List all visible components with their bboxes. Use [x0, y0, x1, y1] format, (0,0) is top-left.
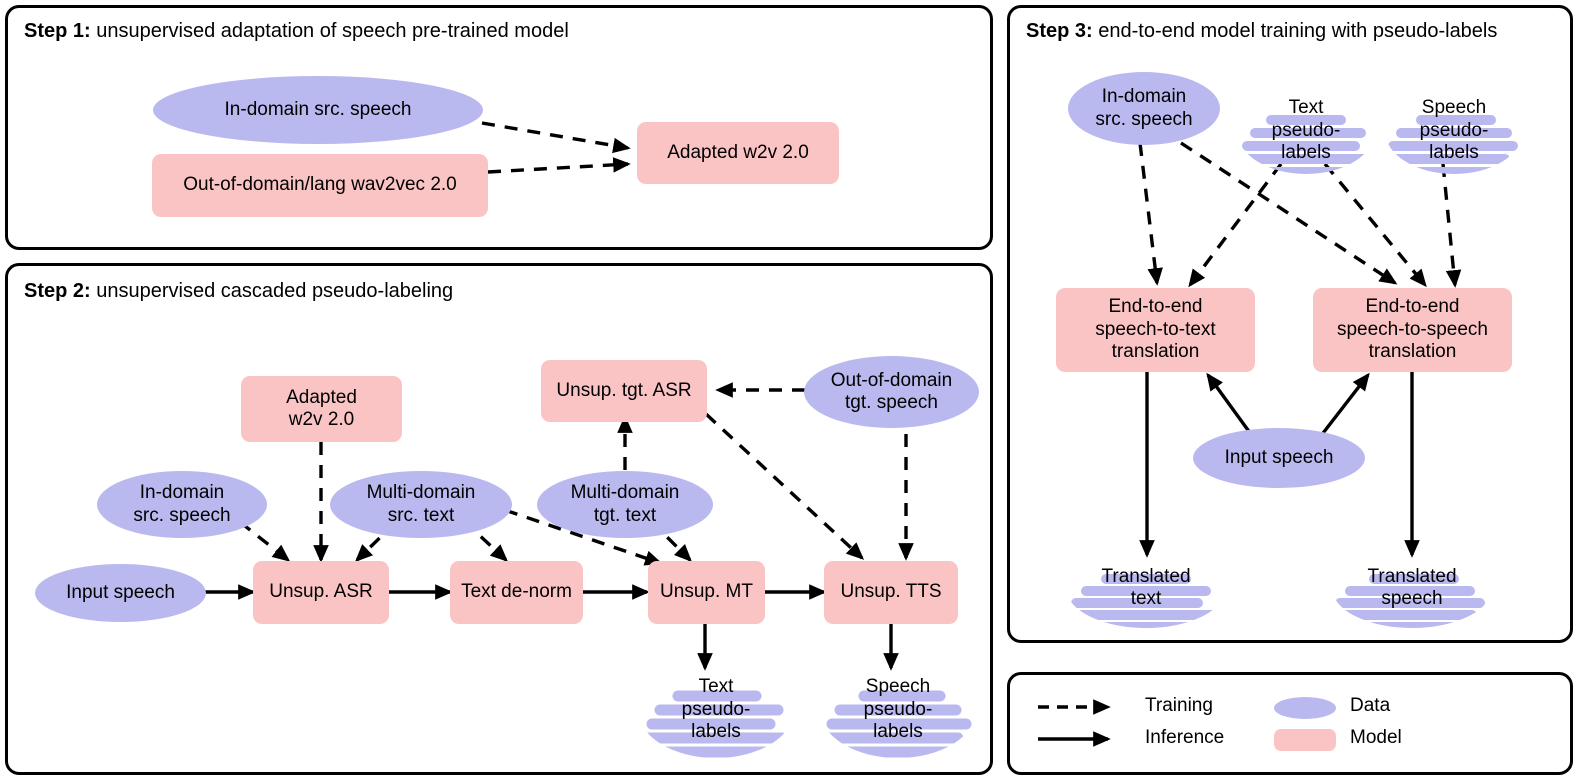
panel-step-3-title: Step 3: end-to-end model training with p…: [1026, 20, 1497, 42]
legend-data-label: Data: [1350, 695, 1390, 717]
node-label: Adapted w2v 2.0: [286, 386, 357, 430]
legend-inference-label: Inference: [1145, 727, 1224, 749]
node-label: Out-of-domain tgt. speech: [830, 369, 953, 413]
node-label: In-domain src. speech: [1095, 86, 1193, 130]
node-label: Text pseudo- labels: [1271, 97, 1341, 164]
node-s3-indomain-src-speech[interactable]: In-domain src. speech: [1068, 72, 1220, 145]
node-s2-unsup-mt[interactable]: Unsup. MT: [648, 561, 765, 624]
node-s2-out-of-domain-tgt-speech[interactable]: Out-of-domain tgt. speech: [804, 356, 979, 428]
node-label: Translated speech: [1367, 565, 1457, 609]
node-s2-multidomain-src-text[interactable]: Multi-domain src. text: [330, 471, 512, 538]
node-s2-unsup-asr[interactable]: Unsup. ASR: [253, 561, 389, 624]
node-label: In-domain src. speech: [133, 482, 231, 526]
step-2-title-text: unsupervised cascaded pseudo-labeling: [90, 280, 454, 302]
legend-model-label: Model: [1350, 727, 1402, 749]
node-s1-adapted-w2v[interactable]: Adapted w2v 2.0: [637, 122, 839, 184]
node-label: In-domain src. speech: [224, 98, 412, 120]
node-label: Input speech: [1224, 446, 1334, 468]
legend-model-swatch: [1274, 729, 1336, 751]
legend-label-text: Data: [1350, 695, 1391, 716]
node-label: Text pseudo- labels: [681, 676, 751, 743]
node-label: End-to-end speech-to-speech translation: [1336, 296, 1489, 363]
node-s2-adapted-w2v[interactable]: Adapted w2v 2.0: [241, 376, 402, 442]
step-1-label: Step 1:: [24, 20, 91, 42]
step-2-label: Step 2:: [24, 280, 91, 302]
node-label: Speech pseudo- labels: [1419, 97, 1489, 164]
step-1-title-text: unsupervised adaptation of speech pre-tr…: [90, 20, 569, 42]
step-3-label: Step 3:: [1026, 20, 1093, 42]
node-label: Text de-norm: [461, 581, 572, 603]
legend-data-swatch: [1274, 697, 1336, 719]
node-label: Out-of-domain/lang wav2vec 2.0: [183, 174, 457, 196]
node-s3-translated-text[interactable]: Translated text: [1066, 548, 1226, 628]
node-label: Input speech: [66, 581, 175, 603]
node-label: Unsup. MT: [660, 581, 753, 603]
node-s2-indomain-src-speech[interactable]: In-domain src. speech: [97, 471, 267, 538]
node-s3-e2e-speech-to-speech[interactable]: End-to-end speech-to-speech translation: [1313, 288, 1512, 372]
step-3-title-text: end-to-end model training with pseudo-la…: [1092, 20, 1498, 42]
node-label: Unsup. TTS: [840, 581, 942, 603]
node-label: Adapted w2v 2.0: [667, 141, 809, 163]
node-s2-text-denorm[interactable]: Text de-norm: [450, 561, 583, 624]
legend-label-text: Model: [1350, 727, 1402, 748]
node-s3-e2e-speech-to-text[interactable]: End-to-end speech-to-text translation: [1056, 288, 1255, 372]
node-s1-out-of-domain-wav2vec[interactable]: Out-of-domain/lang wav2vec 2.0: [152, 154, 488, 217]
node-label: Multi-domain src. text: [366, 482, 476, 526]
node-label: Speech pseudo- labels: [863, 676, 933, 743]
node-label: End-to-end speech-to-text translation: [1095, 296, 1216, 363]
panel-step-2-title: Step 2: unsupervised cascaded pseudo-lab…: [24, 280, 453, 302]
node-s3-speech-pseudo-labels[interactable]: Speech pseudo- labels: [1385, 88, 1523, 174]
node-s2-multidomain-tgt-text[interactable]: Multi-domain tgt. text: [537, 471, 713, 538]
node-label: Unsup. ASR: [269, 581, 373, 603]
node-label: Translated text: [1101, 565, 1191, 609]
legend-label-text: Inference: [1145, 727, 1225, 748]
node-s1-indomain-src-speech[interactable]: In-domain src. speech: [153, 76, 483, 144]
node-s2-input-speech[interactable]: Input speech: [35, 564, 206, 622]
node-s2-speech-pseudo-labels[interactable]: Speech pseudo- labels: [820, 662, 976, 758]
node-s3-text-pseudo-labels[interactable]: Text pseudo- labels: [1237, 88, 1375, 174]
legend-label-text: Training: [1145, 695, 1213, 716]
sketch-fill: [638, 662, 794, 758]
node-s2-unsup-tts[interactable]: Unsup. TTS: [824, 561, 958, 624]
node-s2-unsup-tgt-asr[interactable]: Unsup. tgt. ASR: [541, 360, 707, 422]
node-s3-translated-speech[interactable]: Translated speech: [1332, 548, 1492, 628]
panel-legend: [1007, 672, 1573, 775]
node-s3-input-speech[interactable]: Input speech: [1193, 428, 1365, 488]
node-label: Multi-domain tgt. text: [570, 482, 680, 526]
legend-training-label: Training: [1145, 695, 1213, 717]
panel-step-1-title: Step 1: unsupervised adaptation of speec…: [24, 20, 569, 42]
node-s2-text-pseudo-labels[interactable]: Text pseudo- labels: [638, 662, 794, 758]
node-label: Unsup. tgt. ASR: [556, 379, 692, 401]
